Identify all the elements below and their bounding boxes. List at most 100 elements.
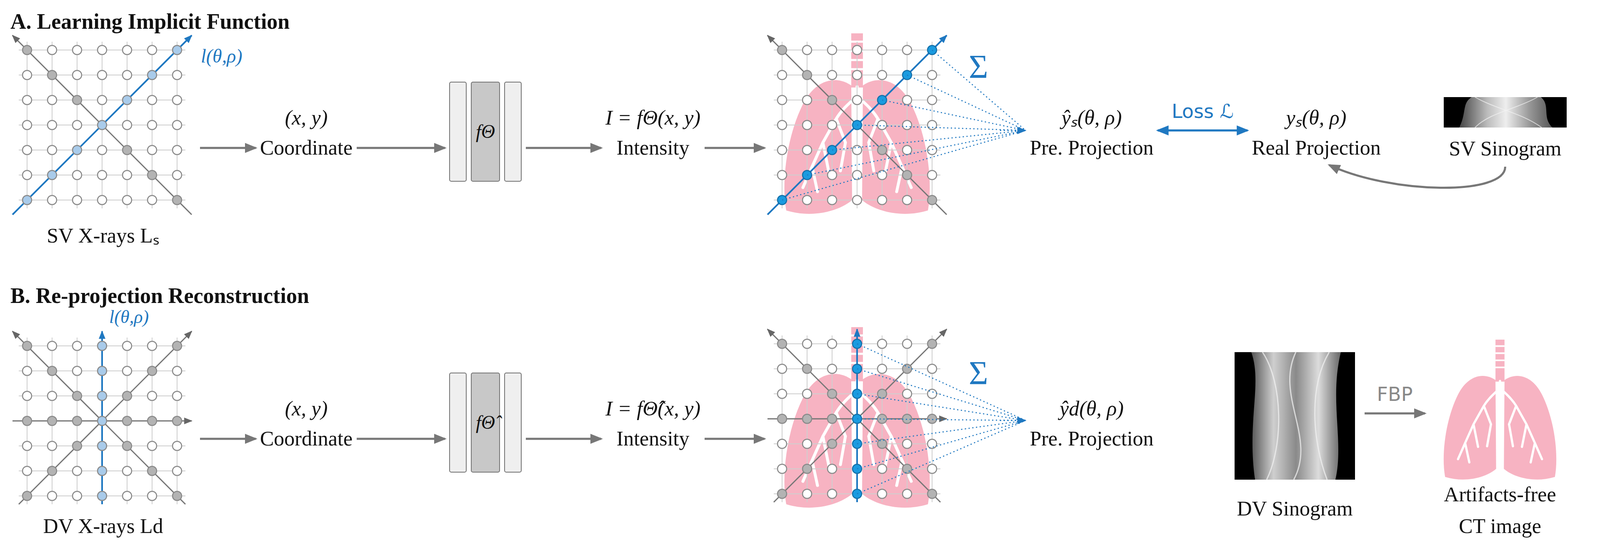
sample-point xyxy=(72,366,82,376)
network-layer: fΘ xyxy=(470,81,500,182)
sample-point xyxy=(97,341,107,351)
edge-label: FBP xyxy=(1377,382,1413,406)
sample-point xyxy=(852,145,862,155)
sample-point xyxy=(122,441,132,451)
sample-point xyxy=(777,170,787,180)
projection-ray xyxy=(882,100,1026,131)
sample-point xyxy=(97,95,107,105)
node-text: SV Sinogram xyxy=(1433,133,1578,164)
sample-point xyxy=(927,70,937,80)
sample-point xyxy=(802,414,812,424)
connector xyxy=(704,437,765,440)
edge-label: Loss ℒ xyxy=(1171,99,1234,123)
sample-point xyxy=(97,145,107,155)
ray-grid xyxy=(12,35,192,215)
sample-point xyxy=(852,195,862,205)
sample-point xyxy=(47,195,57,205)
x-ray-line xyxy=(12,35,192,215)
sample-point xyxy=(802,339,812,349)
projection-ray xyxy=(907,75,1026,131)
connector xyxy=(1157,129,1248,132)
projection-ray xyxy=(857,125,1026,131)
projection-ray xyxy=(857,368,1026,421)
sample-point xyxy=(22,491,32,501)
sample-point xyxy=(147,416,157,426)
sample-point xyxy=(97,391,107,401)
sample-point xyxy=(172,341,182,351)
node-text: Real Projection xyxy=(1251,132,1381,163)
sample-point xyxy=(22,45,32,55)
sample-point xyxy=(877,70,887,80)
node-text: fΘ̂ xyxy=(475,410,495,435)
sample-point xyxy=(827,339,837,349)
sample-point xyxy=(827,70,837,80)
node-text: Pre. Projection xyxy=(1029,132,1154,163)
sample-point xyxy=(852,170,862,180)
sinogram-panel: DV Sinogram xyxy=(1229,350,1361,524)
sample-point xyxy=(802,439,812,449)
node-text: (x, y) xyxy=(260,393,353,424)
picture-space xyxy=(1229,350,1361,494)
sample-point xyxy=(22,95,32,105)
sample-point xyxy=(802,364,812,374)
sample-point xyxy=(877,170,887,180)
sample-point xyxy=(877,45,887,55)
sample-point xyxy=(147,120,157,130)
sample-point xyxy=(827,45,837,55)
sample-point xyxy=(122,120,132,130)
sample-point xyxy=(97,366,107,376)
sample-point xyxy=(777,70,787,80)
x-ray-line xyxy=(12,35,192,215)
sample-point xyxy=(22,170,32,180)
intensity-node: I = fΘ(x, y)Intensity xyxy=(605,102,701,163)
sample-point xyxy=(802,70,812,80)
connector xyxy=(525,147,602,150)
coordinate-node: (x, y)Coordinate xyxy=(260,102,353,163)
sample-point xyxy=(877,439,887,449)
sample-point xyxy=(72,466,82,476)
sample-point xyxy=(902,439,912,449)
projection-ray xyxy=(857,420,1026,469)
sample-point xyxy=(172,45,182,55)
connector xyxy=(1329,165,1506,188)
node-text: Intensity xyxy=(605,423,701,454)
connector xyxy=(1000,420,1026,422)
sample-point xyxy=(827,95,837,105)
node-text: ŷd(θ, ρ) xyxy=(1029,393,1154,424)
sample-point xyxy=(172,95,182,105)
sample-point xyxy=(827,489,837,499)
sample-point xyxy=(902,170,912,180)
sample-point xyxy=(777,439,787,449)
node-text: yₛ(θ, ρ) xyxy=(1251,102,1381,133)
ray-grid xyxy=(12,331,192,505)
node-text: Intensity xyxy=(605,132,701,163)
sample-point xyxy=(47,466,57,476)
sample-point xyxy=(122,145,132,155)
sample-point xyxy=(72,95,82,105)
sample-point xyxy=(802,45,812,55)
sample-point xyxy=(927,489,937,499)
network-layer xyxy=(504,81,522,182)
connector xyxy=(200,147,256,150)
sample-point xyxy=(72,120,82,130)
sample-point xyxy=(172,416,182,426)
sample-point xyxy=(22,416,32,426)
sample-point xyxy=(777,364,787,374)
projection-ray xyxy=(857,420,1026,494)
sample-point xyxy=(877,195,887,205)
ray-label: l(θ,ρ) xyxy=(200,45,243,68)
node-text: DV X-rays Ld xyxy=(10,513,196,539)
sinogram-image xyxy=(1443,97,1567,128)
sample-point xyxy=(827,414,837,424)
connector xyxy=(1000,130,1026,132)
sample-point xyxy=(122,341,132,351)
sample-point xyxy=(172,70,182,80)
sample-point xyxy=(147,441,157,451)
sample-point xyxy=(47,120,57,130)
sample-point xyxy=(802,145,812,155)
projection-ray xyxy=(832,130,1026,150)
ray-label: l(θ,ρ) xyxy=(109,306,149,328)
sinogram-ground xyxy=(1443,97,1567,128)
projection-ray xyxy=(857,418,1026,421)
